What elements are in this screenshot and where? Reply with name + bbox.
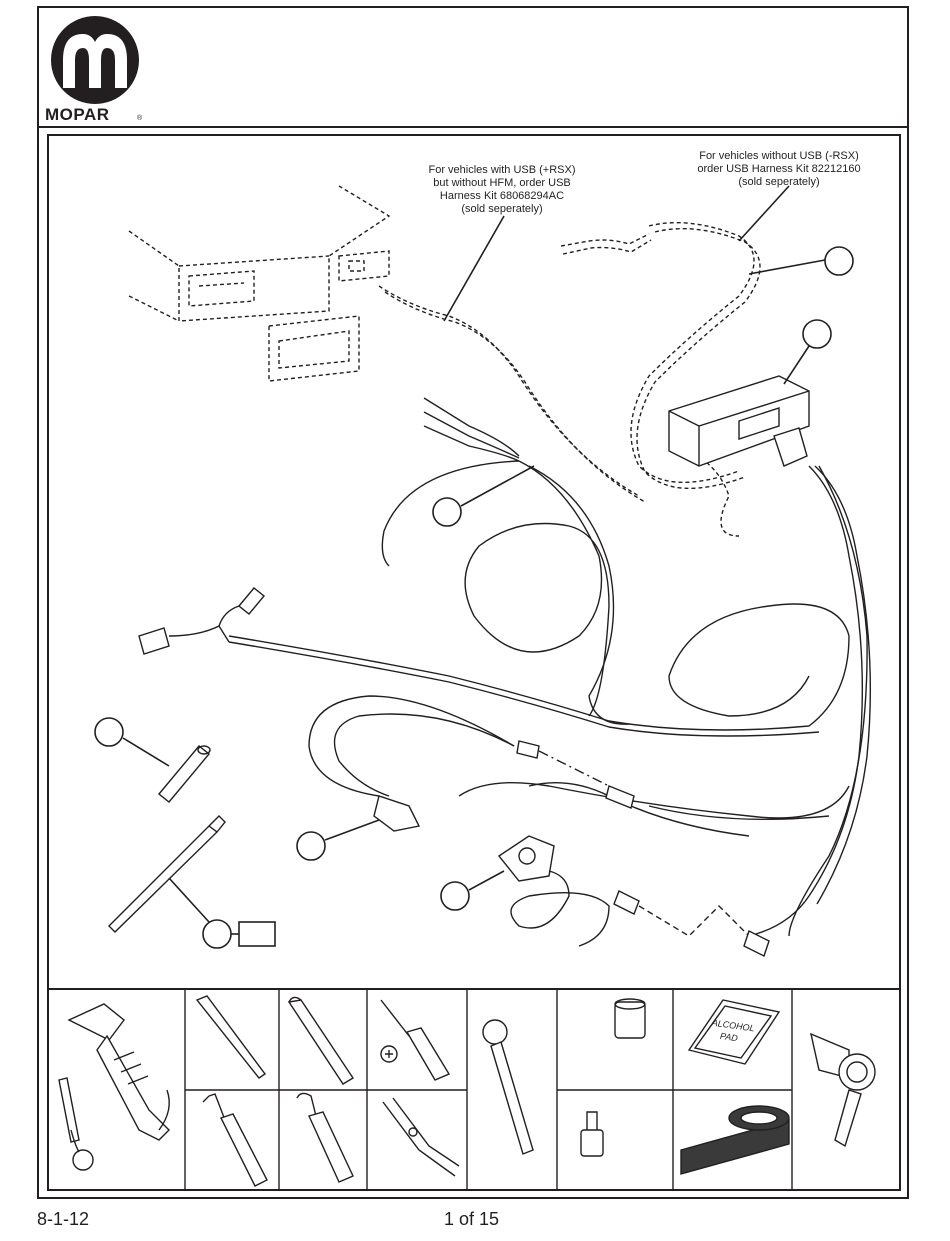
tape-roll-icon — [681, 1106, 789, 1174]
header: MOPAR ® — [39, 8, 907, 128]
note-usb-harness-with-rsx: For vehicles with USB (+RSX) but without… — [409, 164, 595, 216]
wire-stripper-icon — [383, 1098, 459, 1176]
air-drill-icon — [69, 1004, 169, 1140]
terminal-pick-icon — [297, 1093, 353, 1182]
svg-text:MOPAR: MOPAR — [45, 105, 110, 122]
torx-bit-icon — [581, 1112, 603, 1156]
interface-module — [669, 376, 809, 466]
kit-contents-panel: For vehicles with USB (+RSX) but without… — [47, 134, 901, 1191]
ratchet-icon — [483, 1020, 533, 1154]
phillips-screwdriver-icon — [381, 1000, 449, 1080]
socket-icon — [615, 999, 645, 1038]
note-line: order USB Harness Kit 82212160 — [669, 163, 889, 176]
page-number: 1 of 15 — [444, 1209, 499, 1230]
tools-grid: ALCOHOL PAD — [49, 990, 899, 1191]
wiring-harness-illustration — [49, 136, 899, 988]
note-line: but without HFM, order USB — [409, 177, 595, 190]
note-line: Harness Kit 68068294AC — [409, 190, 595, 203]
note-line: (sold seperately) — [409, 203, 595, 216]
required-tools-table: ALCOHOL PAD — [49, 988, 899, 1191]
pick-tool-icon — [289, 997, 353, 1084]
trim-stick-icon — [197, 996, 265, 1078]
antenna-cable — [309, 696, 634, 831]
dash-outline-dashed — [129, 186, 760, 536]
note-line: (sold seperately) — [669, 176, 889, 189]
gps-puck — [499, 836, 769, 956]
issue-date: 8-1-12 — [37, 1209, 89, 1230]
note-line: For vehicles with USB (+RSX) — [409, 164, 595, 177]
t-handle-tool — [159, 746, 210, 802]
note-line: For vehicles without USB (-RSX) — [669, 150, 889, 163]
heat-gun-icon — [811, 1034, 875, 1146]
svg-text:®: ® — [137, 114, 143, 122]
alcohol-pad-icon: ALCOHOL PAD — [689, 1000, 779, 1064]
panel-remover-icon — [203, 1094, 267, 1186]
cable-tie — [109, 816, 225, 932]
drill-bit-icon — [59, 1078, 93, 1170]
note-usb-harness-without-rsx: For vehicles without USB (-RSX) order US… — [669, 150, 889, 189]
mopar-logo: MOPAR ® — [43, 14, 151, 122]
page-frame: MOPAR ® — [37, 6, 909, 1199]
